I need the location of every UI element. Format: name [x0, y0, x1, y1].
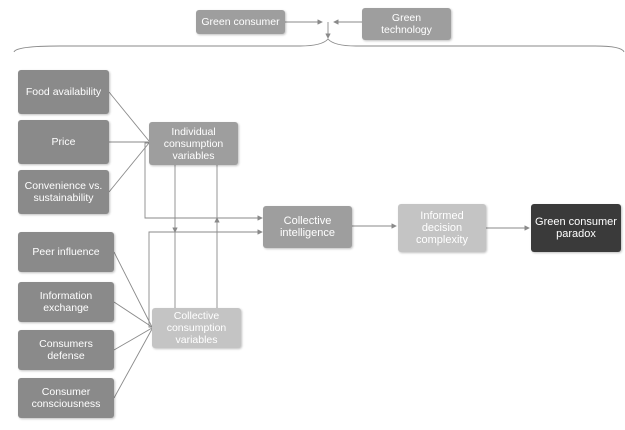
- link-food: [108, 91, 150, 142]
- individual-variables-box: Individual consumption variables: [149, 122, 238, 165]
- informed-decision-box: Informed decision complexity: [398, 204, 486, 252]
- link-convenience: [108, 142, 150, 193]
- collective-variables-box: Collective consumption variables: [152, 308, 241, 348]
- green-consumer-box: Green consumer: [196, 10, 285, 34]
- link-peer: [113, 251, 153, 328]
- consumers-defense-box: Consumers defense: [18, 330, 114, 370]
- curly-brace: [13, 38, 625, 53]
- link-collective-to-intelligence: [148, 229, 263, 328]
- green-technology-box: Green technology: [362, 8, 451, 40]
- link-consciousness: [113, 328, 153, 399]
- collective-intelligence-box: Collective intelligence: [263, 206, 352, 248]
- information-exchange-box: Information exchange: [18, 282, 114, 322]
- convenience-box: Convenience vs. sustainability: [18, 170, 109, 214]
- peer-influence-box: Peer influence: [18, 232, 114, 272]
- link-defense: [113, 327, 153, 351]
- price-box: Price: [18, 120, 109, 164]
- link-individual-to-intelligence: [144, 142, 263, 221]
- link-info: [113, 301, 153, 328]
- food-availability-box: Food availability: [18, 70, 109, 114]
- green-consumer-paradox-box: Green consumer paradox: [531, 204, 621, 252]
- consumer-consciousness-box: Consumer consciousness: [18, 378, 114, 418]
